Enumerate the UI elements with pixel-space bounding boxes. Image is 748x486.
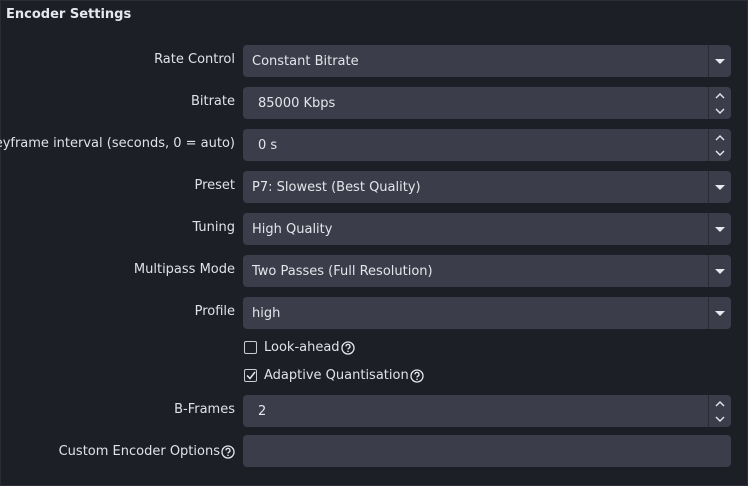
bitrate-spin-buttons	[708, 87, 731, 119]
rate-control-value: Constant Bitrate	[252, 53, 359, 69]
profile-value: high	[252, 305, 281, 321]
custom-encoder-options-label: Custom Encoder Options	[58, 444, 220, 459]
custom-encoder-options-input[interactable]	[243, 435, 731, 467]
spin-down-icon	[715, 416, 725, 422]
section-title: Encoder Settings	[6, 7, 132, 22]
keyframe-increment[interactable]	[709, 129, 731, 145]
chevron-down-icon	[715, 268, 725, 274]
tuning-dropdown-button[interactable]	[708, 213, 731, 245]
spin-down-icon	[715, 150, 725, 156]
spin-up-icon	[715, 400, 725, 406]
chevron-down-icon	[715, 310, 725, 316]
multipass-mode-value: Two Passes (Full Resolution)	[252, 263, 433, 279]
tuning-dropdown[interactable]: High Quality	[243, 213, 731, 245]
b-frames-label: B-Frames	[174, 402, 235, 417]
chevron-down-icon	[715, 226, 725, 232]
adaptive-quantisation-row[interactable]: Adaptive Quantisation	[244, 368, 424, 383]
help-icon[interactable]	[221, 444, 235, 459]
adaptive-quantisation-label: Adaptive Quantisation	[264, 368, 409, 383]
b-frames-decrement[interactable]	[709, 411, 731, 427]
rate-control-dropdown-button[interactable]	[708, 45, 731, 77]
b-frames-value: 2	[258, 403, 267, 419]
custom-encoder-options-label-row: Custom Encoder Options	[59, 444, 235, 459]
bitrate-increment[interactable]	[709, 87, 731, 103]
adaptive-quantisation-checkbox[interactable]	[244, 369, 257, 382]
rate-control-dropdown[interactable]: Constant Bitrate	[243, 45, 731, 77]
keyframe-spin-buttons	[708, 129, 731, 161]
preset-value: P7: Slowest (Best Quality)	[252, 179, 421, 195]
preset-dropdown[interactable]: P7: Slowest (Best Quality)	[243, 171, 731, 203]
checkmark-icon	[245, 371, 256, 380]
bitrate-spinbox[interactable]: 85000 Kbps	[243, 87, 731, 119]
spin-up-icon	[715, 134, 725, 140]
keyframe-interval-value: 0 s	[258, 137, 278, 153]
tuning-value: High Quality	[252, 221, 333, 237]
multipass-dropdown-button[interactable]	[708, 255, 731, 287]
b-frames-spin-buttons	[708, 395, 731, 427]
preset-label: Preset	[194, 178, 235, 193]
profile-dropdown[interactable]: high	[243, 297, 731, 329]
multipass-mode-dropdown[interactable]: Two Passes (Full Resolution)	[243, 255, 731, 287]
profile-dropdown-button[interactable]	[708, 297, 731, 329]
bitrate-label: Bitrate	[190, 94, 235, 109]
bitrate-decrement[interactable]	[709, 103, 731, 119]
help-icon[interactable]	[410, 368, 424, 383]
preset-dropdown-button[interactable]	[708, 171, 731, 203]
rate-control-label: Rate Control	[154, 52, 235, 67]
chevron-down-icon	[715, 184, 725, 190]
spin-up-icon	[715, 92, 725, 98]
b-frames-increment[interactable]	[709, 395, 731, 411]
help-icon[interactable]	[340, 340, 355, 355]
multipass-mode-label: Multipass Mode	[133, 262, 235, 277]
keyframe-decrement[interactable]	[709, 145, 731, 161]
bitrate-value: 85000 Kbps	[258, 95, 336, 111]
look-ahead-row[interactable]: Look-ahead	[244, 340, 355, 355]
b-frames-spinbox[interactable]: 2	[243, 395, 731, 427]
keyframe-interval-spinbox[interactable]: 0 s	[243, 129, 731, 161]
chevron-down-icon	[715, 58, 725, 64]
profile-label: Profile	[194, 304, 235, 319]
look-ahead-label: Look-ahead	[264, 340, 340, 355]
look-ahead-checkbox[interactable]	[244, 341, 257, 354]
keyframe-interval-label: Keyframe interval (seconds, 0 = auto)	[0, 136, 235, 151]
spin-down-icon	[715, 108, 725, 114]
tuning-label: Tuning	[192, 220, 235, 235]
